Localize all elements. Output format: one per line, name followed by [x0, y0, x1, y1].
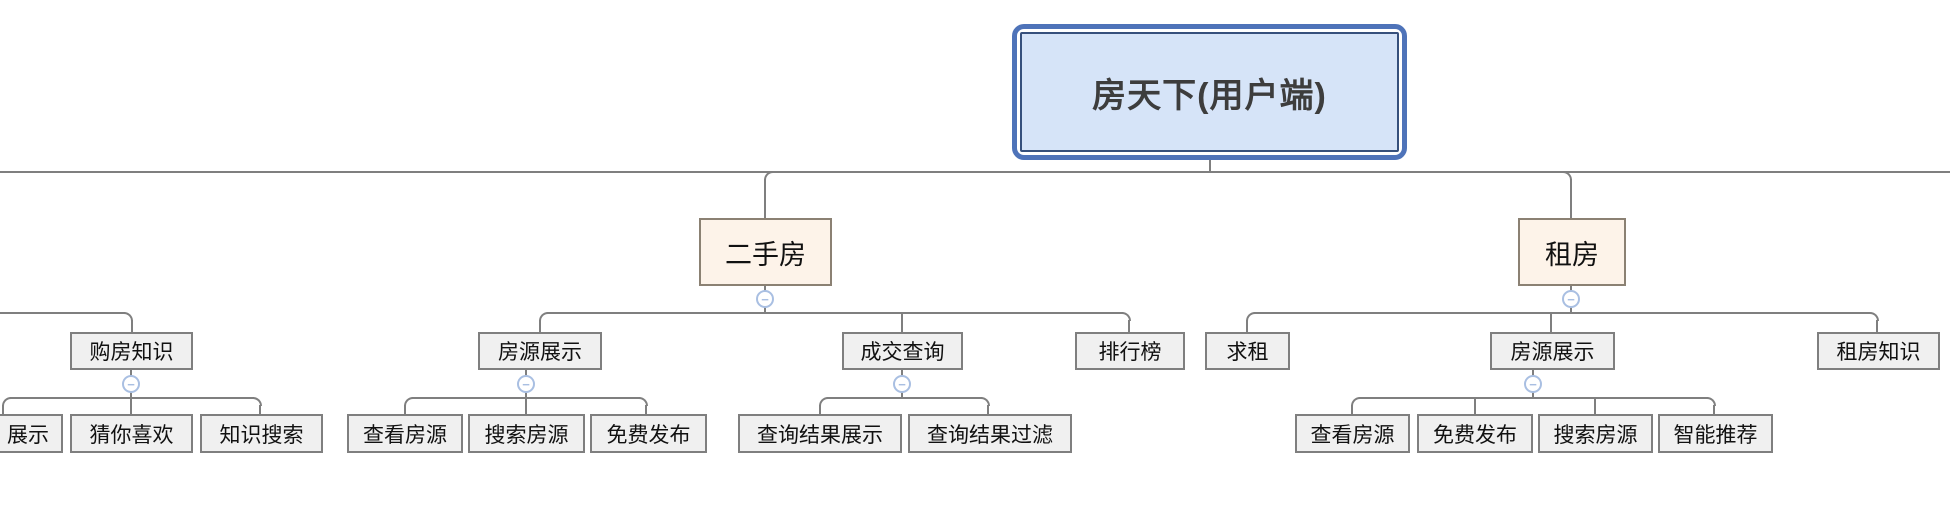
node-guess-you-like[interactable]: 猜你喜欢	[70, 414, 193, 453]
connector-corner	[2, 397, 11, 406]
node-free-publish-rent[interactable]: 免费发布	[1417, 414, 1533, 453]
connector-drop	[764, 179, 766, 218]
node-search-listings-rent[interactable]: 搜索房源	[1538, 414, 1653, 453]
node-query-result-display[interactable]: 查询结果展示	[738, 414, 902, 453]
connector-corner	[639, 397, 648, 406]
node-display-partial[interactable]: 展示	[0, 414, 63, 453]
connector-drop	[1876, 320, 1878, 332]
collapse-icon-deal-query[interactable]: −	[893, 375, 911, 393]
node-rent-house[interactable]: 租房	[1518, 218, 1626, 286]
connector-drop	[539, 320, 541, 332]
connector-drop	[987, 405, 989, 414]
node-query-result-filter[interactable]: 查询结果过滤	[908, 414, 1072, 453]
connector-drop	[645, 405, 647, 414]
connector-corner	[1351, 397, 1360, 406]
node-deal-query[interactable]: 成交查询	[842, 332, 963, 370]
minus-glyph: −	[1529, 376, 1537, 392]
connector-drop	[1550, 312, 1552, 332]
node-buy-knowledge[interactable]: 购房知识	[70, 332, 193, 370]
connector-corner	[253, 397, 262, 406]
node-listing-display-rent[interactable]: 房源展示	[1490, 332, 1615, 370]
connector-drop	[1128, 320, 1130, 332]
minus-glyph: −	[1567, 291, 1575, 307]
connector-corner	[981, 397, 990, 406]
connector-corner	[539, 312, 548, 321]
node-seek-rent[interactable]: 求租	[1205, 332, 1290, 370]
node-ranking[interactable]: 排行榜	[1075, 332, 1185, 370]
connector-corner	[764, 171, 773, 180]
minus-glyph: −	[522, 376, 530, 392]
connector-main-rail	[0, 171, 1950, 173]
node-rent-knowledge[interactable]: 租房知识	[1817, 332, 1940, 370]
collapse-icon-rent[interactable]: −	[1562, 290, 1580, 308]
connector-corner	[404, 397, 413, 406]
connector-rail	[827, 397, 982, 399]
connector-rail	[10, 397, 254, 399]
node-root-label: 房天下(用户端)	[1020, 32, 1399, 152]
connector-drop	[1713, 405, 1715, 414]
connector-rail	[412, 397, 640, 399]
connector-corner	[1563, 171, 1572, 180]
connector-corner	[1122, 312, 1131, 321]
connector-rail	[1254, 312, 1870, 314]
node-listing-display-sh[interactable]: 房源展示	[478, 332, 602, 370]
connector-rail	[547, 312, 1123, 314]
minus-glyph: −	[127, 376, 135, 392]
connector-rail	[1359, 397, 1708, 399]
connector-drop	[1474, 397, 1476, 414]
collapse-icon-listing-display-rent[interactable]: −	[1524, 375, 1542, 393]
node-root[interactable]: 房天下(用户端)	[1012, 24, 1407, 160]
connector-corner	[1707, 397, 1716, 406]
minus-glyph: −	[898, 376, 906, 392]
connector-drop	[404, 405, 406, 414]
connector-corner	[124, 312, 133, 321]
connector-drop	[1351, 405, 1353, 414]
connector-corner	[819, 397, 828, 406]
node-view-listings-sh[interactable]: 查看房源	[347, 414, 463, 453]
node-free-publish-sh[interactable]: 免费发布	[590, 414, 707, 453]
connector-drop	[1594, 397, 1596, 414]
minus-glyph: −	[761, 291, 769, 307]
connector-corner	[1870, 312, 1879, 321]
connector-drop	[131, 320, 133, 332]
node-search-listings-sh[interactable]: 搜索房源	[468, 414, 585, 453]
node-second-hand-house[interactable]: 二手房	[699, 218, 832, 286]
connector-rail	[0, 312, 125, 314]
collapse-icon-listing-display-sh[interactable]: −	[517, 375, 535, 393]
connector-drop	[1246, 320, 1248, 332]
collapse-icon-second-hand[interactable]: −	[756, 290, 774, 308]
node-knowledge-search[interactable]: 知识搜索	[200, 414, 323, 453]
node-smart-recommend[interactable]: 智能推荐	[1658, 414, 1773, 453]
connector-drop	[2, 405, 4, 414]
collapse-icon-buy-knowledge[interactable]: −	[122, 375, 140, 393]
connector-drop	[1570, 179, 1572, 218]
connector-drop	[259, 405, 261, 414]
connector-root-trunk	[1209, 158, 1211, 172]
node-view-listings-rent[interactable]: 查看房源	[1295, 414, 1410, 453]
connector-drop	[819, 405, 821, 414]
connector-drop	[901, 312, 903, 332]
connector-corner	[1246, 312, 1255, 321]
